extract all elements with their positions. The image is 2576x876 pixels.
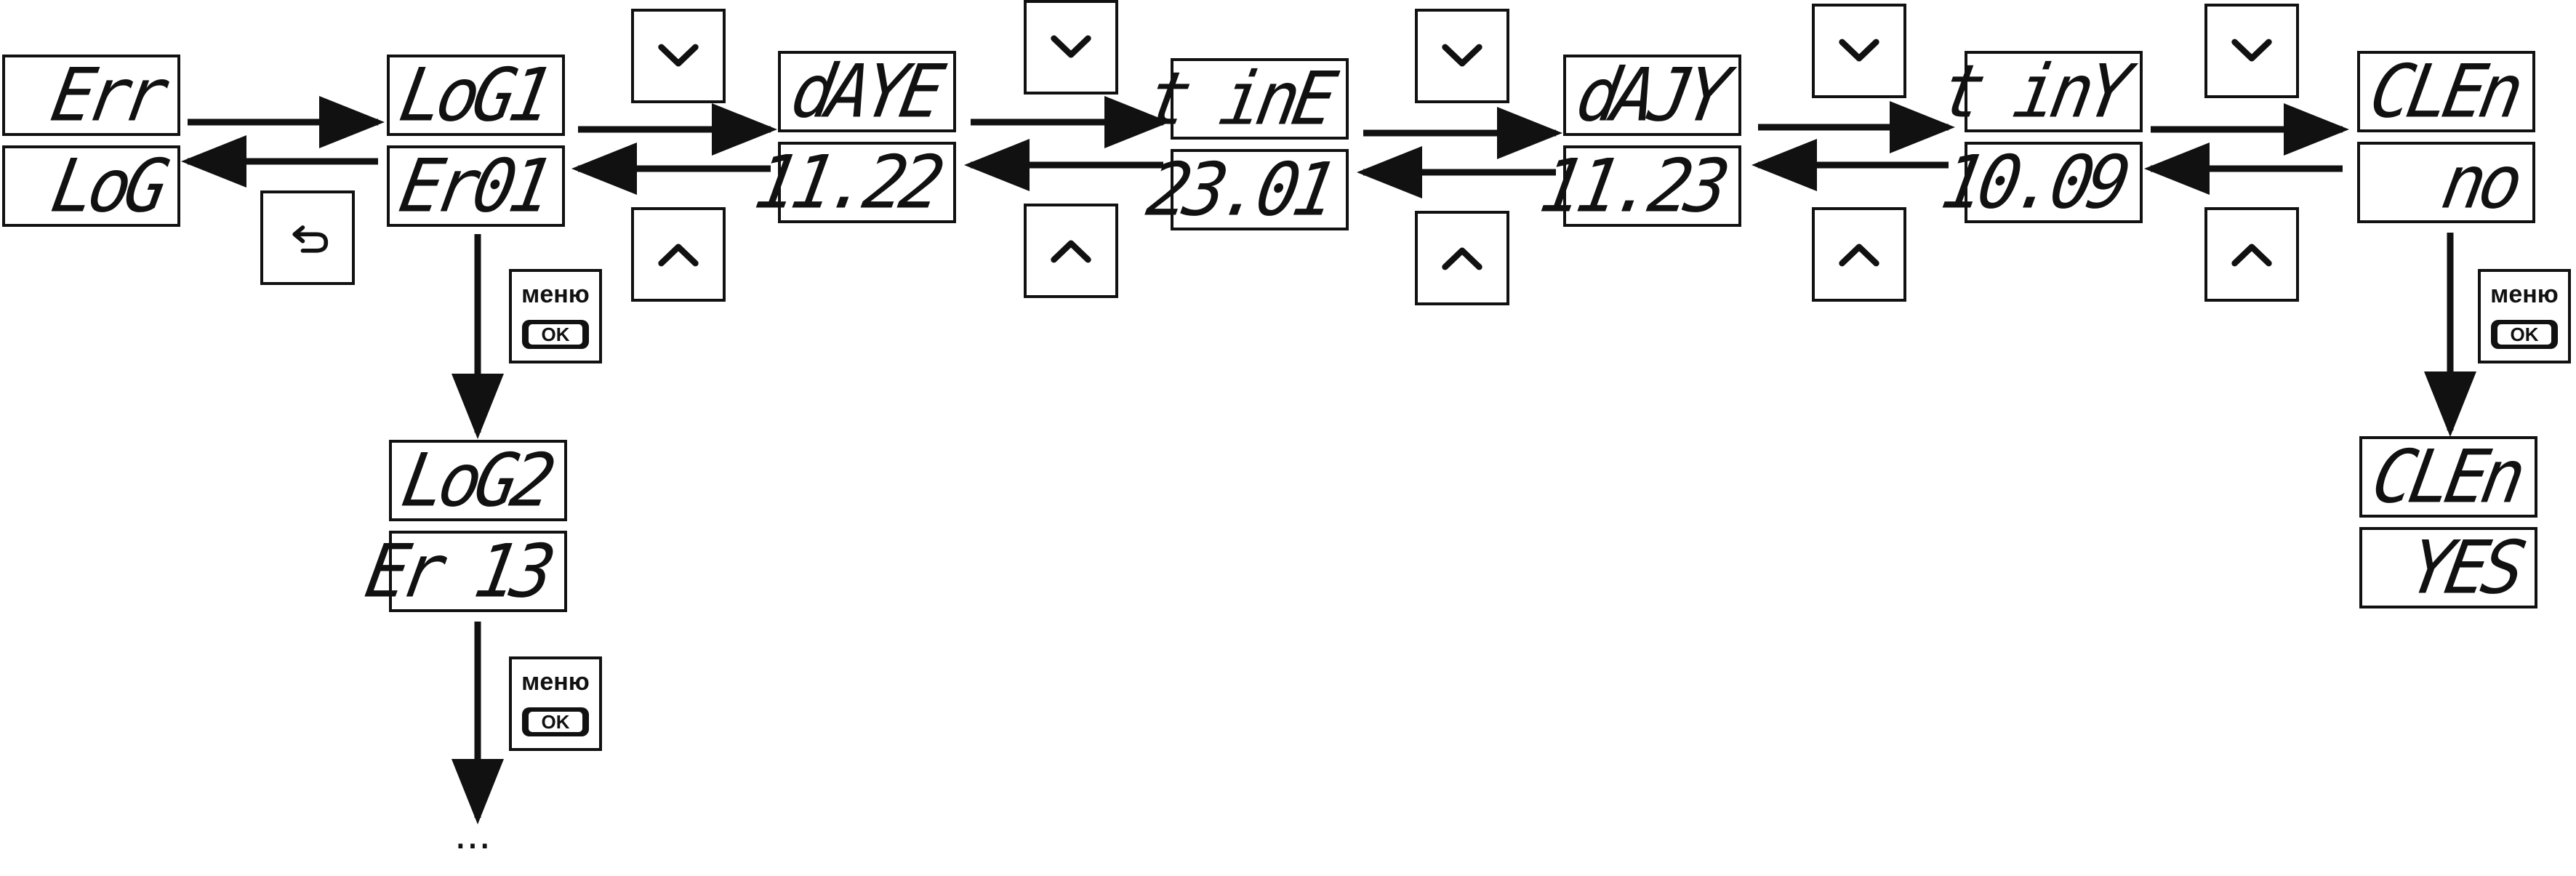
up-button[interactable] xyxy=(1812,207,1906,302)
display-date-top: dAYE xyxy=(778,49,956,134)
menu-label: меню xyxy=(521,668,590,696)
display-time-top: t inE xyxy=(1141,56,1349,142)
chevron-up-icon xyxy=(1051,240,1091,263)
menu-ok-button[interactable]: меню OK xyxy=(2478,269,2571,363)
display-err-top: Err xyxy=(2,52,180,138)
chevron-up-icon xyxy=(1442,247,1482,270)
chevron-down-icon xyxy=(2231,39,2272,62)
display-time-bottom: 23.01 xyxy=(1141,147,1349,233)
up-button[interactable] xyxy=(1024,204,1118,298)
display-time2-bottom: 10.09 xyxy=(1935,140,2143,225)
chevron-up-icon xyxy=(658,244,699,267)
chevron-down-icon xyxy=(1442,44,1482,67)
display-time2-top: t inY xyxy=(1935,49,2143,134)
chevron-down-icon xyxy=(1839,39,1879,62)
down-button[interactable] xyxy=(1415,9,1509,103)
chevron-up-icon xyxy=(1839,244,1879,267)
menu-ok-button[interactable]: меню OK xyxy=(509,269,602,363)
ok-label: OK xyxy=(529,711,582,733)
down-button[interactable] xyxy=(1812,4,1906,98)
menu-ok-button[interactable]: меню OK xyxy=(509,656,602,751)
display-clen-bottom: no xyxy=(2357,140,2535,225)
menu-label: меню xyxy=(2490,281,2559,308)
chevron-down-icon xyxy=(1051,35,1091,58)
display-clen-top: CLEn xyxy=(2357,49,2535,134)
chevron-up-icon xyxy=(2231,244,2272,267)
chevron-down-icon xyxy=(658,44,699,67)
display-date-bottom: 11.22 xyxy=(749,140,956,225)
ok-label: OK xyxy=(2497,324,2551,345)
down-button[interactable] xyxy=(2204,4,2299,98)
down-button[interactable] xyxy=(1024,0,1118,95)
back-button[interactable] xyxy=(260,190,355,285)
up-button[interactable] xyxy=(1415,211,1509,305)
up-button[interactable] xyxy=(631,207,726,302)
display-date2-top: dAJY xyxy=(1563,52,1741,138)
continuation-ellipsis: ... xyxy=(454,809,491,858)
ok-label: OK xyxy=(529,324,582,345)
display-clen-yes-top: CLEn xyxy=(2359,434,2537,520)
display-err-bottom: LoG xyxy=(2,143,180,229)
menu-label: меню xyxy=(521,281,590,308)
ok-key: OK xyxy=(2491,320,2558,349)
ok-key: OK xyxy=(522,320,589,349)
display-log2-bottom: Er 13 xyxy=(360,529,567,614)
display-log1-bottom: Er01 xyxy=(387,143,565,229)
display-log1-top: LoG1 xyxy=(387,52,565,138)
display-clen-yes-bottom: YES xyxy=(2359,525,2537,611)
ok-key: OK xyxy=(522,707,589,736)
back-arrow-icon xyxy=(292,225,329,253)
display-date2-bottom: 11.23 xyxy=(1534,143,1741,229)
down-button[interactable] xyxy=(631,9,726,103)
up-button[interactable] xyxy=(2204,207,2299,302)
display-log2-top: LoG2 xyxy=(389,438,567,523)
